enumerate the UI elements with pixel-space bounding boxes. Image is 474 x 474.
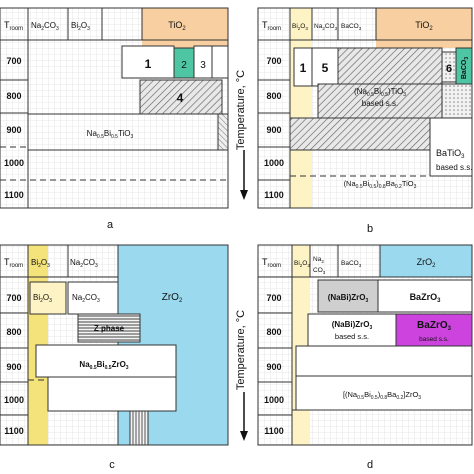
svg-text:TiO2: TiO2: [415, 20, 433, 32]
phase-label-2: 2: [181, 60, 187, 71]
phase-label-nbbz: [(Na0.5Bi0.5)0.8Ba0.2]ZrO3: [343, 390, 421, 401]
svg-text:Bi2O3: Bi2O3: [294, 260, 310, 268]
svg-text:Bi2O3: Bi2O3: [31, 258, 50, 269]
svg-text:700: 700: [266, 293, 281, 303]
tio2-region: [142, 8, 228, 48]
svg-text:Bi2O3: Bi2O3: [33, 293, 52, 304]
svg-text:5: 5: [322, 61, 329, 75]
panel-b: Troom Bi2O3 Na2CO3 BaCO3 TiO2 700 800 90…: [257, 7, 473, 235]
svg-text:CO3: CO3: [313, 267, 326, 275]
svg-text:based s.s.: based s.s.: [335, 332, 369, 341]
svg-text:Na2CO3: Na2CO3: [70, 258, 98, 269]
svg-text:Temperature, °C: Temperature, °C: [235, 310, 247, 390]
col-na2co3: Na2CO3: [31, 21, 59, 32]
svg-text:1100: 1100: [264, 190, 284, 200]
phase-1: [121, 45, 175, 79]
svg-text:(NaBi)ZrO3: (NaBi)ZrO3: [328, 293, 369, 304]
svg-text:d: d: [367, 459, 373, 471]
svg-text:1000: 1000: [4, 395, 24, 405]
svg-text:based s.s.: based s.s.: [436, 163, 472, 172]
temperature-axis-top: Temperature, °C: [235, 70, 248, 200]
svg-text:BaTiO3: BaTiO3: [436, 148, 465, 160]
row-900: 900: [6, 125, 21, 135]
phase-4: [139, 79, 223, 115]
phase-nabizro3: [317, 279, 379, 313]
svg-text:1: 1: [300, 61, 307, 75]
temperature-axis-bottom: Temperature, °C: [235, 310, 248, 441]
svg-text:c: c: [109, 459, 115, 471]
row-700: 700: [6, 56, 21, 66]
svg-text:1000: 1000: [264, 395, 284, 405]
svg-text:Bi2O3: Bi2O3: [292, 23, 308, 31]
svg-text:(NaBi)ZrO3: (NaBi)ZrO3: [332, 320, 373, 331]
phase-label-nbbt: (Na0.5Bi0.5)0.8Ba0.2TiO3: [344, 179, 417, 190]
svg-text:1100: 1100: [264, 426, 284, 436]
svg-text:800: 800: [6, 327, 21, 337]
svg-text:b: b: [367, 223, 373, 235]
phase-label-1: 1: [145, 57, 152, 71]
col-bi2o3: Bi2O3: [71, 21, 90, 32]
svg-text:ZrO2: ZrO2: [162, 292, 183, 304]
phase-z: [77, 313, 141, 343]
svg-text:900: 900: [6, 362, 21, 372]
phase-label-nbz: Na0.5Bi0.5ZrO3: [79, 360, 128, 371]
phase-b-5: [311, 47, 339, 87]
svg-text:BaZrO3: BaZrO3: [410, 292, 442, 304]
phase-label-4: 4: [177, 91, 184, 105]
phase-label-3: 3: [200, 60, 206, 71]
svg-text:6: 6: [446, 63, 452, 75]
svg-text:BaCO3: BaCO3: [461, 57, 470, 79]
svg-text:Temperature, °C: Temperature, °C: [235, 70, 247, 150]
svg-text:800: 800: [266, 327, 281, 337]
phase-label-nbt-ss: (Na0.5Bi0.5)TiO3: [354, 87, 406, 98]
svg-text:700: 700: [266, 56, 281, 66]
row-1000: 1000: [4, 158, 24, 168]
svg-text:1000: 1000: [264, 158, 284, 168]
svg-text:based s.s.: based s.s.: [362, 99, 398, 108]
row-800: 800: [6, 91, 21, 101]
phase-bazro3: [377, 279, 473, 313]
svg-text:900: 900: [266, 362, 281, 372]
phase-bazro3-ss: [395, 313, 473, 347]
panel-c: Troom Bi2O3 Na2CO3 700 800 900 1000 1100…: [0, 244, 229, 471]
svg-text:Na2CO3: Na2CO3: [314, 23, 338, 31]
svg-text:based s.s.: based s.s.: [419, 336, 449, 343]
svg-text:900: 900: [266, 125, 281, 135]
panel-label-a: a: [107, 219, 114, 231]
svg-text:BaCO3: BaCO3: [341, 260, 362, 268]
row-1100: 1100: [4, 190, 24, 200]
svg-text:Na2CO3: Na2CO3: [72, 293, 100, 304]
svg-text:Na2: Na2: [313, 256, 324, 264]
svg-text:Z phase: Z phase: [94, 324, 125, 333]
svg-text:700: 700: [6, 293, 21, 303]
panel-a: Troom Na2CO3 Bi2O3 TiO2 700 800 900 1000…: [0, 7, 229, 231]
svg-text:BaZrO3: BaZrO3: [417, 320, 452, 332]
svg-text:800: 800: [266, 91, 281, 101]
phase-label-nbt: Na0.5Bi0.5TiO3: [87, 129, 134, 140]
svg-text:ZrO2: ZrO2: [417, 257, 437, 269]
col-tio2: TiO2: [168, 20, 186, 32]
panel-d: Troom Bi2O3 Na2 CO3 BaCO3 ZrO2 700 800 9…: [257, 244, 473, 471]
svg-text:1100: 1100: [4, 426, 24, 436]
svg-text:BaCO3: BaCO3: [341, 23, 362, 31]
